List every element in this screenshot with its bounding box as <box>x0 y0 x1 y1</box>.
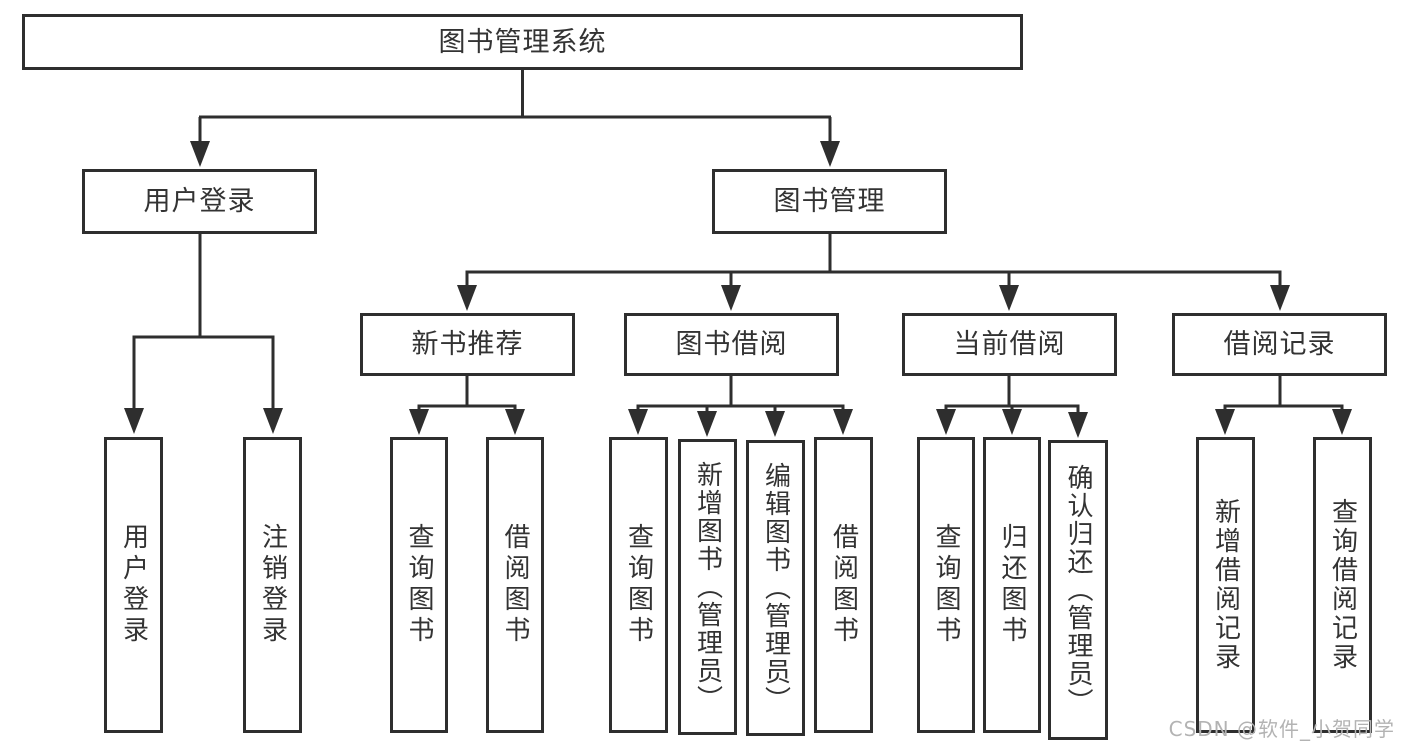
leaf-return-books: 归还图书 <box>983 437 1041 733</box>
leaf-query-books-current: 查询图书 <box>917 437 975 733</box>
leaf-user-login: 用户登录 <box>104 437 163 733</box>
csdn-watermark: CSDN @软件_小贺同学 <box>1168 717 1395 741</box>
leaf-add-books-admin: 新增图书（管理员） <box>678 439 737 735</box>
leaf-query-books-recommend: 查询图书 <box>390 437 448 733</box>
node-current-borrowing: 当前借阅 <box>902 313 1117 376</box>
leaf-query-books-borrowing: 查询图书 <box>609 437 668 733</box>
node-user-login-branch: 用户登录 <box>82 169 317 234</box>
node-borrowing-records: 借阅记录 <box>1172 313 1387 376</box>
leaf-confirm-return-admin: 确认归还（管理员） <box>1048 440 1108 740</box>
leaf-borrow-books-recommend: 借阅图书 <box>486 437 544 733</box>
leaf-query-borrowing-record: 查询借阅记录 <box>1313 437 1372 733</box>
node-library-management-system: 图书管理系统 <box>22 14 1023 70</box>
leaf-add-borrowing-record: 新增借阅记录 <box>1196 437 1255 733</box>
node-book-management-branch: 图书管理 <box>712 169 947 234</box>
node-book-borrowing: 图书借阅 <box>624 313 839 376</box>
leaf-borrow-books: 借阅图书 <box>814 437 873 733</box>
node-new-book-recommendation: 新书推荐 <box>360 313 575 376</box>
leaf-edit-books-admin: 编辑图书（管理员） <box>746 440 805 736</box>
leaf-logout: 注销登录 <box>243 437 302 733</box>
